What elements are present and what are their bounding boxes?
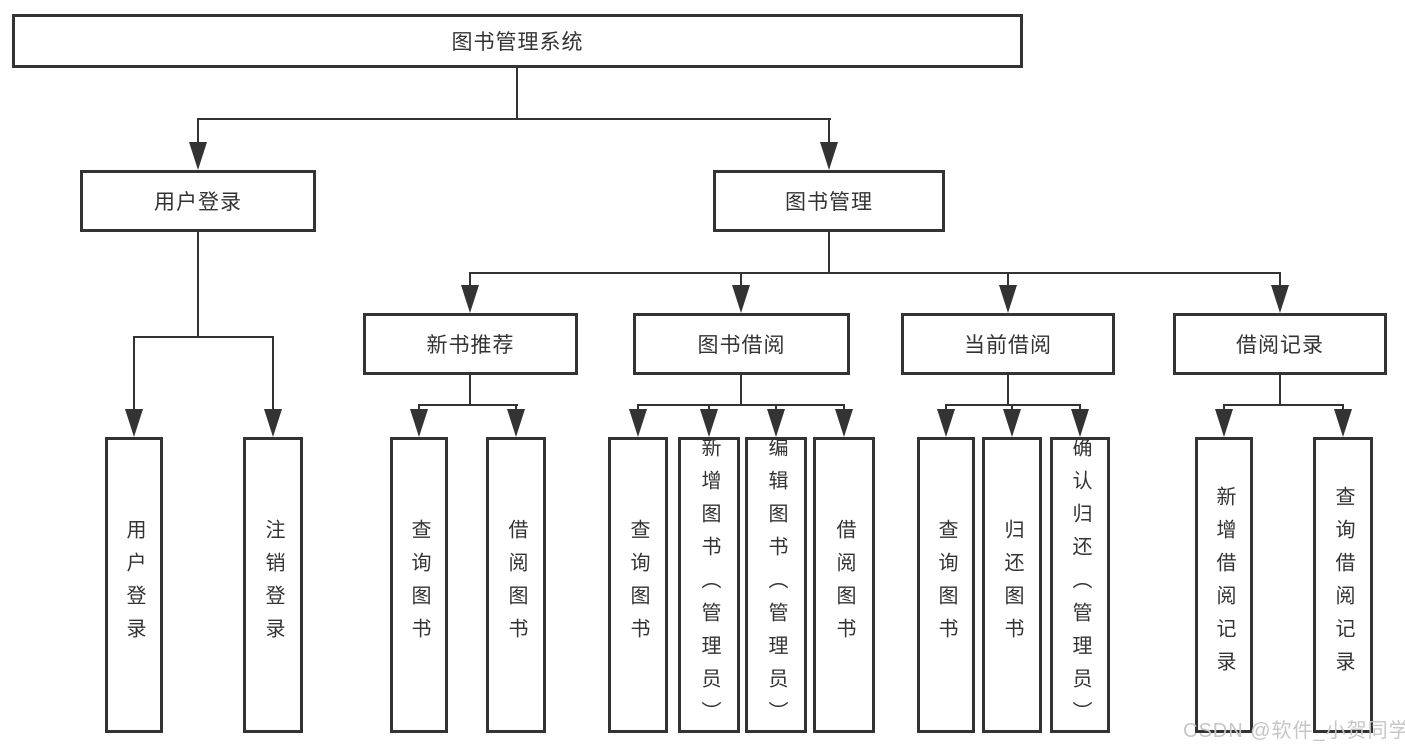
connector-drop bbox=[740, 274, 742, 287]
arrowhead-icon bbox=[820, 142, 838, 170]
node-new-book-recommend: 新书推荐 bbox=[363, 313, 578, 375]
connector-drop bbox=[133, 338, 135, 411]
connector-records-stem bbox=[1279, 375, 1281, 406]
leaf-query-book-borrowing: 查询图书 bbox=[608, 437, 668, 733]
arrowhead-icon bbox=[732, 285, 750, 313]
leaf-label: 查询图书 bbox=[935, 519, 957, 651]
connector-new-book-branch bbox=[418, 404, 518, 406]
connector-drop bbox=[1279, 274, 1281, 287]
leaf-confirm-return-admin: 确认归还（管理员） bbox=[1050, 436, 1110, 734]
connector-drop bbox=[828, 120, 830, 146]
leaf-label: 查询借阅记录 bbox=[1332, 486, 1354, 684]
connector-drop bbox=[272, 338, 274, 411]
connector-book-mgmt-branch bbox=[469, 272, 1281, 274]
arrowhead-icon bbox=[629, 409, 647, 437]
leaf-label: 新增图书（管理员） bbox=[698, 436, 720, 734]
leaf-label: 借阅图书 bbox=[505, 519, 527, 651]
node-label: 图书管理系统 bbox=[451, 31, 584, 54]
connector-records-branch bbox=[1223, 404, 1344, 406]
node-label: 图书管理 bbox=[785, 191, 873, 214]
connector-drop bbox=[469, 274, 471, 287]
leaf-return-book: 归还图书 bbox=[982, 437, 1042, 733]
arrowhead-icon bbox=[461, 285, 479, 313]
node-label: 新书推荐 bbox=[426, 334, 515, 357]
leaf-borrow-book: 借阅图书 bbox=[813, 437, 875, 733]
node-book-borrowing: 图书借阅 bbox=[633, 313, 850, 375]
arrowhead-icon bbox=[1215, 409, 1233, 437]
arrowhead-icon bbox=[189, 142, 207, 170]
leaf-label: 新增借阅记录 bbox=[1213, 486, 1235, 684]
arrowhead-icon bbox=[1071, 409, 1089, 437]
node-label: 当前借阅 bbox=[964, 334, 1052, 357]
connector-user-login-branch bbox=[133, 336, 274, 338]
connector-borrowing-branch bbox=[637, 404, 845, 406]
leaf-logout: 注销登录 bbox=[243, 437, 303, 733]
node-label: 用户登录 bbox=[154, 191, 242, 214]
leaf-add-borrow-record: 新增借阅记录 bbox=[1195, 437, 1253, 733]
leaf-label: 注销登录 bbox=[262, 519, 284, 651]
node-borrowing-records: 借阅记录 bbox=[1173, 313, 1387, 375]
connector-new-book-stem bbox=[469, 375, 471, 406]
connector-drop bbox=[197, 120, 199, 146]
leaf-label: 确认归还（管理员） bbox=[1069, 436, 1091, 734]
node-current-borrowing: 当前借阅 bbox=[901, 313, 1115, 375]
leaf-label: 编辑图书（管理员） bbox=[765, 436, 787, 734]
connector-borrowing-stem bbox=[740, 375, 742, 406]
node-book-management: 图书管理 bbox=[713, 170, 945, 232]
node-user-login: 用户登录 bbox=[80, 170, 316, 232]
csdn-watermark: CSDN @软件_小贺同学 bbox=[1183, 720, 1405, 742]
leaf-query-borrow-record: 查询借阅记录 bbox=[1313, 437, 1373, 733]
arrowhead-icon bbox=[125, 409, 143, 437]
leaf-label: 借阅图书 bbox=[833, 519, 855, 651]
leaf-add-book-admin: 新增图书（管理员） bbox=[678, 436, 740, 734]
arrowhead-icon bbox=[1334, 409, 1352, 437]
leaf-label: 查询图书 bbox=[627, 519, 649, 651]
connector-current-stem bbox=[1007, 375, 1009, 406]
node-root-book-management-system: 图书管理系统 bbox=[12, 14, 1023, 68]
arrowhead-icon bbox=[410, 409, 428, 437]
leaf-edit-book-admin: 编辑图书（管理员） bbox=[745, 436, 807, 734]
leaf-label: 归还图书 bbox=[1001, 519, 1023, 651]
connector-drop bbox=[1007, 274, 1009, 287]
arrowhead-icon bbox=[700, 409, 718, 437]
leaf-borrow-book-recommend: 借阅图书 bbox=[486, 437, 546, 733]
arrowhead-icon bbox=[999, 285, 1017, 313]
arrowhead-icon bbox=[767, 409, 785, 437]
arrowhead-icon bbox=[937, 409, 955, 437]
arrowhead-icon bbox=[835, 409, 853, 437]
leaf-user-login: 用户登录 bbox=[105, 437, 163, 733]
arrowhead-icon bbox=[1003, 409, 1021, 437]
node-label: 图书借阅 bbox=[697, 334, 786, 357]
arrowhead-icon bbox=[1271, 285, 1289, 313]
connector-current-branch bbox=[945, 404, 1081, 406]
arrowhead-icon bbox=[264, 409, 282, 437]
leaf-query-book-current: 查询图书 bbox=[917, 437, 975, 733]
connector-root-branch bbox=[197, 118, 831, 120]
leaf-label: 查询图书 bbox=[408, 519, 430, 651]
arrowhead-icon bbox=[507, 409, 525, 437]
connector-user-login-stem bbox=[197, 232, 199, 338]
leaf-query-book-recommend: 查询图书 bbox=[390, 437, 448, 733]
leaf-label: 用户登录 bbox=[123, 519, 145, 651]
node-label: 借阅记录 bbox=[1236, 334, 1324, 357]
connector-book-mgmt-stem bbox=[828, 232, 830, 274]
connector-root-stem bbox=[516, 68, 518, 120]
